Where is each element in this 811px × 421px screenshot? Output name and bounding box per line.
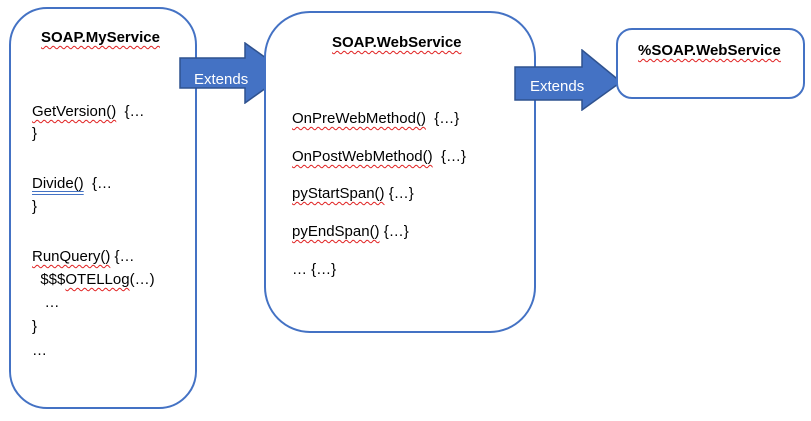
pct-webservice-class-box: %SOAP.WebService [616, 28, 805, 99]
method-line-runquery: RunQuery() {… [32, 248, 135, 266]
method-name: GetVersion() [32, 103, 117, 120]
method-name: OnPreWebMethod() [292, 110, 426, 127]
method-line-getversion: GetVersion() {… [32, 103, 145, 121]
method-line-pystartspan: pyStartSpan() {…} [292, 185, 414, 203]
method-line-onprewebmethod: OnPreWebMethod() {…} [292, 110, 459, 128]
ellipsis-line: … [32, 342, 47, 359]
method-body: {…} [379, 223, 409, 240]
method-line-otellog: $$$OTELLog(…) [32, 271, 155, 289]
closing-brace: } [32, 198, 38, 215]
myservice-class-box: SOAP.MyService GetVersion() {… } Divide(… [9, 7, 197, 409]
closing-brace: } [32, 318, 38, 335]
method-line-pyendspan: pyEndSpan() {…} [292, 223, 409, 241]
macro-name: OTELLog [65, 271, 130, 288]
closing-brace: } [32, 125, 38, 142]
ellipsis-line: … [32, 294, 60, 311]
method-body: {… [110, 248, 135, 265]
pct-webservice-title: %SOAP.WebService [638, 42, 781, 59]
method-name: OnPostWebMethod() [292, 148, 433, 165]
webservice-class-box: SOAP.WebService OnPreWebMethod() {…} OnP… [264, 11, 536, 333]
ellipsis-line: … {…} [292, 261, 337, 278]
method-name: pyEndSpan() [292, 223, 380, 240]
extends-arrow-2 [514, 49, 623, 111]
method-body: {… [116, 103, 145, 120]
macro-args: (…) [129, 271, 155, 288]
method-line-divide: Divide() {… [32, 175, 112, 193]
method-body: {… [83, 175, 113, 192]
method-name: Divide() [32, 175, 84, 192]
method-body: {…} [425, 110, 460, 127]
method-name: RunQuery() [32, 248, 111, 265]
extends-label-2: Extends [530, 78, 585, 95]
webservice-title: SOAP.WebService [332, 34, 462, 51]
method-body: {…} [384, 185, 414, 202]
method-name: pyStartSpan() [292, 185, 385, 202]
method-body: {…} [432, 148, 466, 165]
macro-prefix: $$$ [32, 271, 66, 288]
extends-label-1: Extends [194, 71, 249, 88]
method-line-onpostwebmethod: OnPostWebMethod() {…} [292, 148, 466, 166]
arrow-shape [514, 49, 623, 111]
myservice-title: SOAP.MyService [41, 29, 160, 46]
